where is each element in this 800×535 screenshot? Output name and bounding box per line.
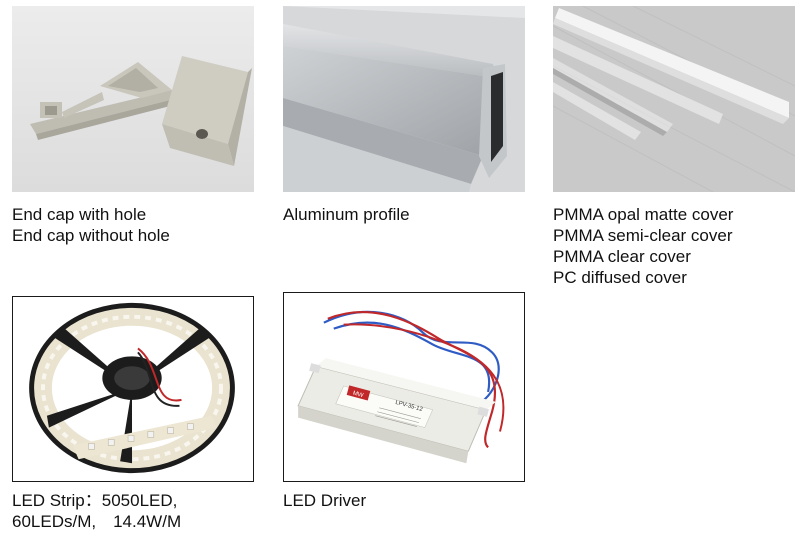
aluminum-profile-illustration [283, 6, 525, 192]
end-cap-without-hole [30, 90, 178, 134]
semi-clear-cover [553, 36, 723, 124]
led-strip-illustration [13, 297, 253, 481]
led-driver-image: MW LPV-35-12 [283, 292, 525, 482]
led-strip-caption: LED Strip：5050LED, 60LEDs/M, 14.4W/M [12, 490, 181, 532]
caption-line: PMMA clear cover [553, 247, 691, 266]
hole-icon [196, 129, 208, 139]
caption-line: PMMA semi-clear cover [553, 226, 733, 245]
brand-logo-text: MW [352, 391, 364, 400]
caption-line: End cap without hole [12, 226, 170, 245]
led-strip-image [12, 296, 254, 482]
brand-logo [346, 385, 371, 401]
led-driver-illustration: MW LPV-35-12 [284, 293, 524, 481]
aluminum-profile-caption: Aluminum profile [283, 204, 410, 225]
covers-caption: PMMA opal matte cover PMMA semi-clear co… [553, 204, 733, 288]
covers-illustration [553, 6, 795, 192]
opal-matte-cover [555, 8, 789, 118]
diffused-cover [553, 82, 641, 140]
covers-image [553, 6, 795, 192]
caption-line: LED Strip：5050LED, [12, 491, 178, 510]
clear-cover [553, 58, 673, 132]
end-cap-image [12, 6, 254, 192]
led-driver-caption: LED Driver [283, 490, 366, 511]
end-cap-with-hole [162, 56, 248, 144]
caption-line: Aluminum profile [283, 205, 410, 224]
caption-line: PMMA opal matte cover [553, 205, 734, 224]
caption-line: LED Driver [283, 491, 367, 510]
caption-line: 60LEDs/M, 14.4W/M [12, 512, 182, 531]
end-cap-illustration [12, 6, 254, 192]
caption-line: PC diffused cover [553, 268, 687, 287]
aluminum-profile-image [283, 6, 525, 192]
end-cap-caption: End cap with hole End cap without hole [12, 204, 170, 246]
caption-line: End cap with hole [12, 205, 147, 224]
